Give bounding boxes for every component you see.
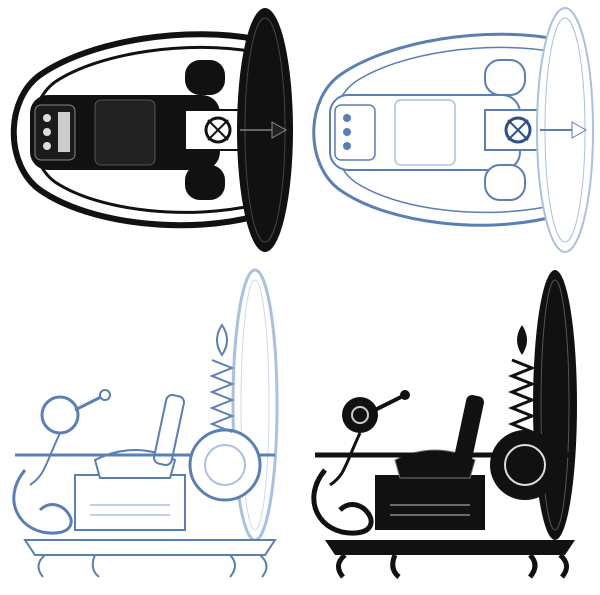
disc-edge [231,268,279,542]
gear-mechanism [184,109,241,151]
side-view-blue-drawing [12,268,279,578]
top-view-black-drawing [10,8,293,252]
flywheel [490,430,560,500]
control-dial [40,395,80,435]
seat-back [454,395,484,465]
seat-panel [94,99,156,166]
finial [216,323,228,357]
time-machine-side-view-blue [0,265,300,595]
time-machine-top-view-black [0,0,300,265]
time-machine-side-view-black [300,265,600,595]
front-cylinder-top [185,60,225,95]
front-cylinder-bottom [185,165,225,200]
control-dial [342,397,378,433]
seat-box [74,474,186,531]
base-platform [23,539,277,556]
control-panel [334,104,376,161]
seat-panel [394,99,456,166]
seat-back [153,394,185,466]
flywheel [188,428,262,502]
base-legs [336,553,569,579]
base-platform [325,540,575,555]
base-legs [37,554,268,578]
side-view-black-drawing [311,270,577,579]
disc-edge [533,270,577,540]
finial [517,325,527,355]
control-lever [374,393,406,412]
gear-mechanism [484,109,541,151]
frame-rail-outer [312,32,561,227]
seat-box [375,475,485,530]
front-cylinder-bottom [484,164,526,201]
time-machine-top-view-blue [300,0,600,265]
top-view-blue-drawing [312,7,594,253]
frame-rail-outer [10,31,261,229]
spring-column [209,359,235,433]
spring-column [507,358,537,434]
front-cylinder-top [484,59,526,96]
